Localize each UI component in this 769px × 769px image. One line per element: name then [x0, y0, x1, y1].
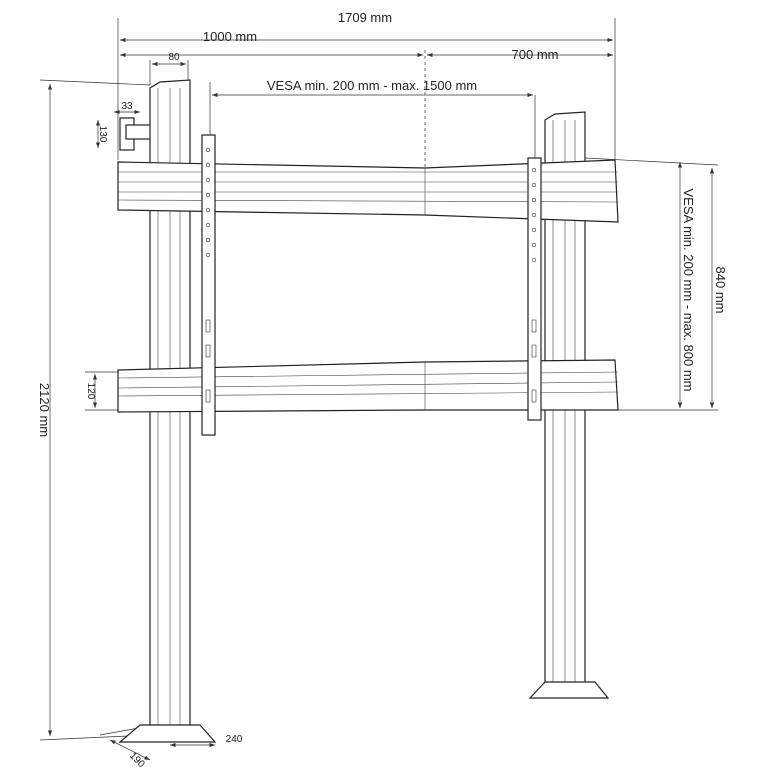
dimension-total-width: 1709 mm [117, 10, 616, 160]
vesa-vertical-label: VESA min. 200 mm - max. 800 mm [681, 188, 696, 391]
dimension-vesa-horizontal: VESA min. 200 mm - max. 1500 mm [209, 78, 536, 160]
lower-rail [117, 359, 619, 413]
foot-length-label: 240 [226, 734, 243, 745]
upper-rail [117, 159, 619, 223]
vesa-horizontal-label: VESA min. 200 mm - max. 1500 mm [267, 78, 477, 93]
left-width-label: 1000 mm [203, 29, 257, 44]
foot-width-label: 190 [127, 750, 147, 769]
dimension-clamp: 33 130 [95, 101, 157, 151]
left-vesa-bracket [201, 134, 216, 436]
right-width-label: 700 mm [512, 47, 559, 62]
dimension-rail-spacing: 840 mm VESA min. 200 mm - max. 800 mm [584, 157, 728, 411]
rail-spacing-label: 840 mm [713, 267, 728, 314]
left-foot-plate [118, 724, 217, 743]
right-vesa-bracket [527, 157, 542, 421]
total-width-label: 1709 mm [338, 10, 392, 25]
clamp-depth-label: 33 [121, 101, 133, 112]
dimension-bar-height: 120 [85, 371, 120, 411]
clamp-height-label: 130 [97, 126, 108, 143]
dimension-right-width: 700 mm [424, 47, 613, 170]
total-height-label: 2120 mm [37, 383, 52, 437]
dimension-left-width: 1000 mm [120, 29, 423, 58]
dimension-total-height: 2120 mm [37, 79, 151, 741]
bar-height-label: 120 [85, 383, 96, 400]
right-foot-plate [528, 681, 610, 699]
pole-width-label: 80 [168, 52, 180, 63]
